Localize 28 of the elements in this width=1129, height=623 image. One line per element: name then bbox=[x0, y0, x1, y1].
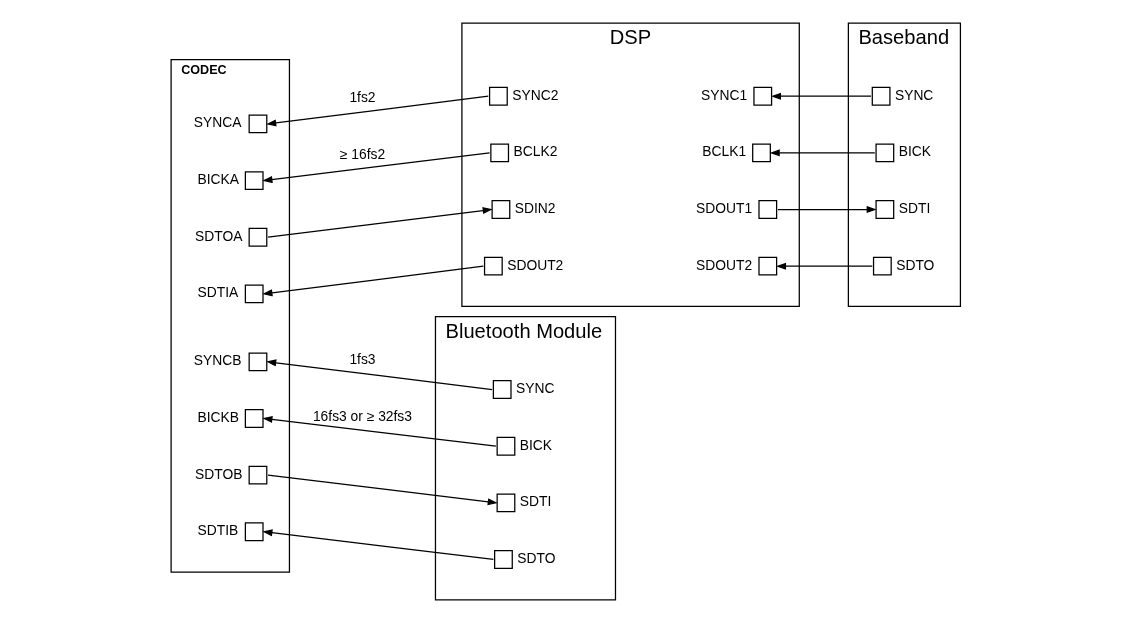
node-label: SYNC1 bbox=[701, 86, 748, 103]
edge-label: 16fs3 or ≥ 32fs3 bbox=[312, 407, 412, 424]
edge-label: 1fs3 bbox=[349, 351, 376, 368]
node-label: BICK bbox=[519, 436, 553, 453]
node-label: SDTIB bbox=[197, 522, 239, 539]
node-label: SDOUT2 bbox=[696, 256, 753, 273]
edge-label: 1fs2 bbox=[349, 89, 376, 106]
node-label: SDOUT1 bbox=[696, 200, 753, 217]
node-label: SDTI bbox=[898, 200, 931, 217]
node-label: SDOUT2 bbox=[507, 256, 564, 273]
node-label: SDTO bbox=[896, 256, 935, 273]
node-label: BICKB bbox=[197, 409, 240, 426]
node-label: SDTI bbox=[519, 493, 552, 510]
node-label: SYNC2 bbox=[512, 86, 559, 103]
node-label: SDIN2 bbox=[514, 200, 556, 217]
node-label: BCLK2 bbox=[513, 143, 558, 160]
node-label: SYNCB bbox=[193, 352, 242, 369]
node-label: BICKA bbox=[197, 171, 240, 188]
node-label: SYNC bbox=[894, 86, 934, 103]
node-label: SDTOA bbox=[195, 227, 243, 244]
node-label: SDTIA bbox=[197, 284, 239, 301]
node-label: BICK bbox=[898, 143, 932, 160]
edge-label: ≥ 16fs2 bbox=[339, 145, 386, 162]
node-label: BCLK1 bbox=[702, 143, 747, 160]
node-label: SDTO bbox=[517, 550, 556, 567]
node-label: SYNCA bbox=[193, 114, 242, 131]
node-label: SDTOB bbox=[195, 465, 243, 482]
node-label: SYNC bbox=[516, 380, 555, 397]
